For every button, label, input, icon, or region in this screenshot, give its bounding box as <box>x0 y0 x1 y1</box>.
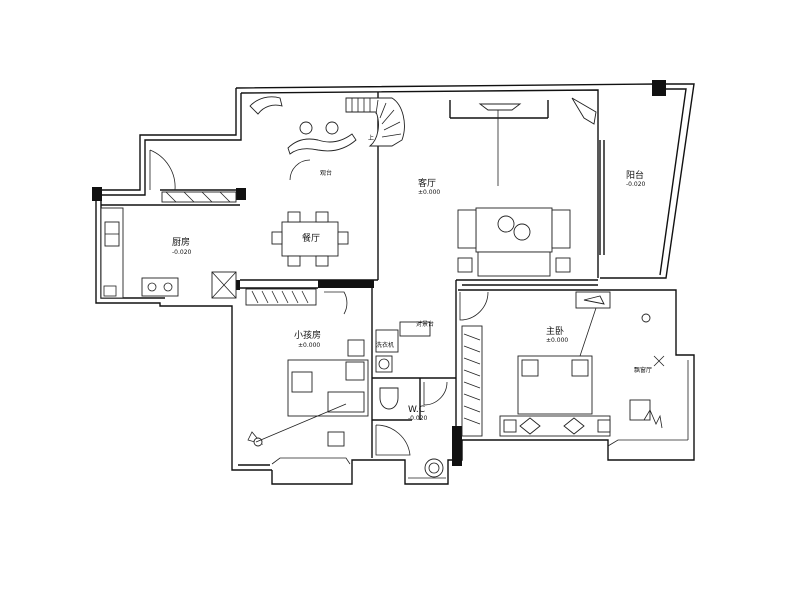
platform-label: 观台 <box>320 169 332 177</box>
staircase: 上 <box>345 97 405 147</box>
balcony-label: 阳台 <box>626 169 644 181</box>
stair-up-label: 上 <box>368 134 374 142</box>
balcony-level: -0.020 <box>626 181 646 188</box>
vanity-label: 对景台 <box>416 320 434 328</box>
living-level: ±0.000 <box>418 189 440 196</box>
wc-label: W.C <box>408 405 425 415</box>
wc-fixtures <box>375 321 444 478</box>
kids-room-label: 小孩房 <box>294 329 321 341</box>
dining-table <box>271 211 349 267</box>
kids-furniture <box>247 339 369 447</box>
kids-room-level: ±0.000 <box>298 342 320 349</box>
wc-level: -0.020 <box>408 415 428 422</box>
kitchen-label: 厨房 <box>172 236 190 248</box>
closet-top <box>245 288 317 306</box>
living-label: 客厅 <box>418 177 436 189</box>
windows <box>271 360 689 479</box>
platform-furniture: 观台 <box>249 96 357 177</box>
bay-label: 飘窗厅 <box>634 366 652 374</box>
interior-walls <box>101 92 605 458</box>
kitchen-fixtures <box>100 191 237 299</box>
master-bedroom-label: 主卧 <box>546 325 564 337</box>
kitchen-level: -0.020 <box>172 249 192 256</box>
master-bedroom-level: ±0.000 <box>546 337 568 344</box>
dining-label: 餐厅 <box>302 232 320 244</box>
washer-label: 洗衣机 <box>376 341 394 349</box>
living-furniture <box>457 97 597 277</box>
doors <box>149 149 489 456</box>
master-furniture <box>461 291 665 437</box>
